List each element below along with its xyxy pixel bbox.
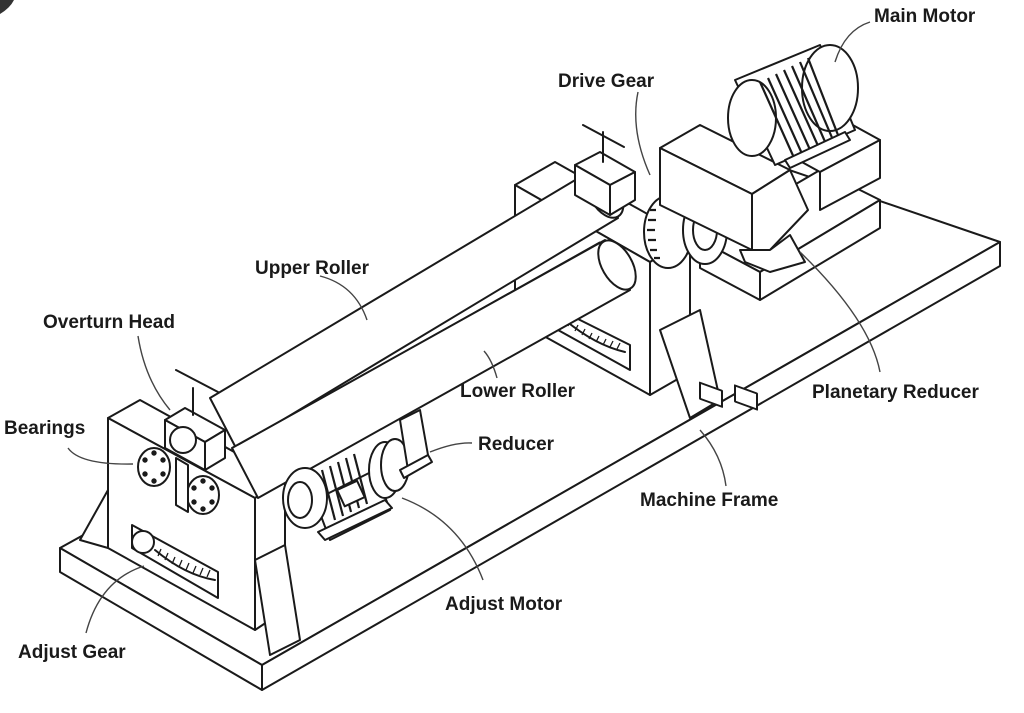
label-drive-gear: Drive Gear	[558, 71, 655, 92]
label-main-motor: Main Motor	[874, 6, 976, 27]
planetary-reducer	[659, 124, 809, 411]
leader-bearings	[67, 447, 134, 465]
motor-fins	[758, 57, 840, 161]
label-adjust-gear: Adjust Gear	[18, 642, 126, 663]
leader-adjust-gear	[85, 565, 145, 634]
bearing-left	[137, 447, 171, 487]
label-upper-roller: Upper Roller	[255, 258, 370, 279]
label-planetary-reducer: Planetary Reducer	[812, 382, 979, 403]
leader-reducer	[429, 442, 473, 453]
corner-shadow	[0, 0, 14, 14]
leader-machine-frame	[699, 429, 727, 487]
leader-main-motor	[834, 21, 871, 63]
adjust-reducer	[368, 409, 433, 499]
label-overturn-head: Overturn Head	[43, 312, 175, 333]
leader-drive-gear	[635, 91, 651, 176]
leader-lower-roller	[483, 350, 498, 379]
label-bearings: Bearings	[4, 418, 85, 439]
leader-planetary-reducer	[799, 251, 881, 373]
label-lower-roller: Lower Roller	[460, 381, 576, 402]
leader-adjust-motor	[401, 497, 484, 581]
overturn-head	[164, 369, 226, 471]
adjust-gear	[131, 530, 216, 581]
leader-overturn-head	[137, 335, 171, 411]
right-bearing-block	[574, 124, 636, 216]
adjust-motor	[282, 453, 393, 541]
label-machine-frame: Machine Frame	[640, 490, 778, 511]
label-adjust-motor: Adjust Motor	[445, 594, 563, 615]
label-reducer: Reducer	[478, 434, 555, 455]
leader-upper-roller	[319, 275, 368, 321]
main-motor	[727, 44, 859, 169]
lower-roller	[231, 239, 637, 499]
bearing-right	[186, 475, 220, 515]
